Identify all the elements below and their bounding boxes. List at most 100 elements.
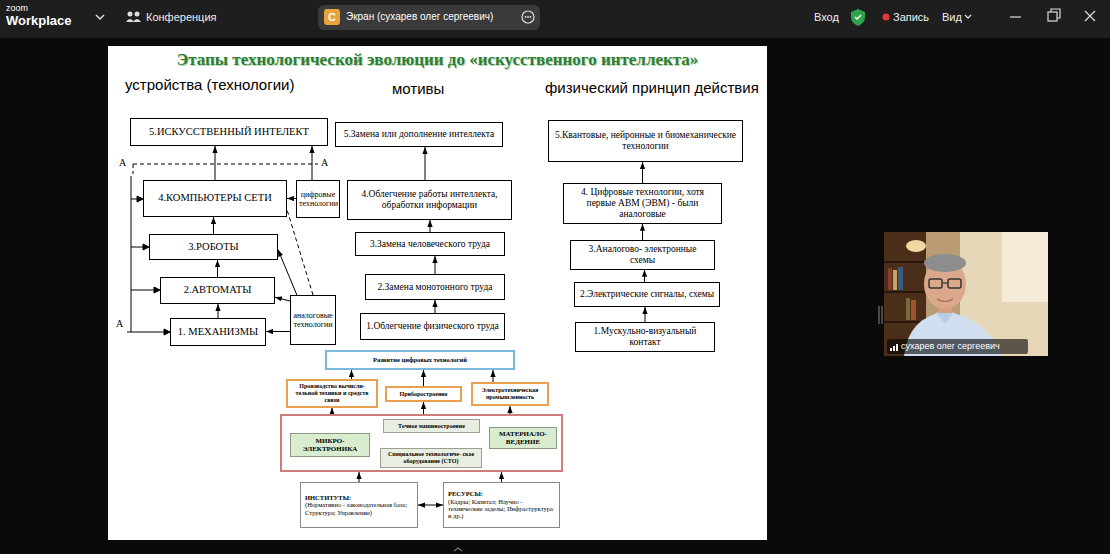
box-text: цифровые технологии xyxy=(299,190,337,208)
marker-letter: A xyxy=(119,157,126,169)
top-bar-icons-part xyxy=(530,16,532,18)
stage-box: 3.Аналогово- электронные схемы xyxy=(570,240,715,270)
video-tile-part xyxy=(906,240,926,252)
connector-arrow xyxy=(501,472,502,482)
box-text: 2.Замена монотонного труда xyxy=(370,282,500,293)
video-tile-part xyxy=(884,261,926,263)
connector-arrow xyxy=(266,331,290,332)
video-tile-part xyxy=(890,348,892,351)
video-tile-part xyxy=(936,312,954,324)
marker-letter: A xyxy=(321,157,328,169)
top-bar-icons-part xyxy=(1085,11,1095,21)
stage-box: 4.Облегчение работы интеллекта, обработк… xyxy=(347,180,512,220)
stage-box: 1.Мускульно-визуальный контакт xyxy=(575,322,715,352)
top-bar-icons-part xyxy=(855,15,861,19)
stage-box: 1.Облегчение физического труда xyxy=(360,313,505,340)
toolbar-chevron xyxy=(454,548,462,551)
shared-slide xyxy=(108,46,767,540)
column-heading: мотивы xyxy=(392,80,444,97)
stage-box: 5.Замена или дополнение интеллекта xyxy=(335,122,503,147)
base-box: Точное машиностроение xyxy=(383,419,480,433)
box-text: 1.Мускульно-визуальный контакт xyxy=(580,326,710,348)
connector-arrow xyxy=(215,146,216,180)
video-tile-part xyxy=(948,279,961,288)
top-bar-icons-part xyxy=(965,15,971,18)
drag-handle-part xyxy=(879,306,880,324)
factor-box: РЕСУРСЫ:(Кадры; Капитал; Научно - технич… xyxy=(443,482,560,528)
box-text: (Кадры; Капитал; Научно - технические за… xyxy=(448,498,555,520)
connector-arrow xyxy=(287,198,296,199)
box-text: 5.Замена или дополнение интеллекта xyxy=(340,129,498,140)
technology-box: аналоговые технологии xyxy=(290,295,336,345)
stage-box: 5.ИСКУССТВЕННЫЙ ИНТЕЛЕКТ xyxy=(130,118,328,146)
side-bracket-lines-part xyxy=(133,164,318,165)
box-text: Приборостроение xyxy=(390,391,457,398)
connector-arrow xyxy=(418,505,443,506)
stage-box: 5.Квантовые, нейронные и биомеханические… xyxy=(548,120,743,162)
box-text: Точное машиностроение xyxy=(387,423,476,430)
app-brand: zoom xyxy=(6,3,28,13)
technology-box: цифровые технологии xyxy=(296,180,340,218)
stage-box: 3.РОБОТЫ xyxy=(149,234,278,260)
top-bar-icons-part xyxy=(527,16,529,18)
column-heading: устройства (технологии) xyxy=(125,76,294,93)
drag-handle-part xyxy=(882,306,883,324)
box-text: 1. МЕХАНИЗМЫ xyxy=(175,326,261,338)
connector-arrow xyxy=(275,297,290,301)
box-text: МАТЕРИАЛО- ВЕДЕНИЕ xyxy=(493,430,553,446)
base-box: Специальное технологиче- ское оборудован… xyxy=(380,448,482,468)
participant-name: сухарев олег сергеевич xyxy=(901,341,1000,351)
stage-box: 2.Замена монотонного труда xyxy=(365,274,505,300)
stage-box: 3.Замена человеческого труда xyxy=(355,232,505,256)
connector-arrow xyxy=(423,402,424,414)
goal-box: Развитие цифровых технологий xyxy=(325,350,515,370)
box-text: 2.Электрические сигналы, схемы xyxy=(579,289,715,300)
drag-handle xyxy=(879,306,882,324)
top-bar-icons-part xyxy=(128,12,133,17)
side-bracket-lines-part xyxy=(131,290,155,291)
video-tile-part xyxy=(893,270,897,290)
industry-box: Электротехническая промышленность xyxy=(471,382,549,406)
stage-box: 1. МЕХАНИЗМЫ xyxy=(170,318,266,346)
connector-arrow xyxy=(217,260,218,277)
video-tile-part xyxy=(884,232,1048,356)
connector-arrow xyxy=(351,370,352,379)
top-bar-icons xyxy=(96,5,1095,30)
box-text: 1.Облегчение физического труда xyxy=(365,321,500,332)
video-tile-part xyxy=(1002,232,1048,302)
top-bar-icons-part xyxy=(851,9,865,26)
factor-box: ИНСТИТУТЫ:(Нормативно - законодательная … xyxy=(300,482,418,528)
box-text: (Нормативно - законодательная база; Стру… xyxy=(305,501,413,516)
box-text: 2.АВТОМАТЫ xyxy=(165,284,270,296)
box-text: 3.РОБОТЫ xyxy=(154,241,273,253)
box-text: МИКРО- ЭЛЕКТРОНИКА xyxy=(294,437,366,453)
side-bracket-lines-part xyxy=(131,247,144,248)
marker-letter: A xyxy=(116,318,123,330)
menu-item: Вид xyxy=(942,11,962,24)
box-text: 3.Аналогово- электронные схемы xyxy=(575,244,710,266)
box-heading: ИНСТИТУТЫ: xyxy=(305,494,413,501)
app-brand: Workplace xyxy=(6,14,72,29)
top-bar-icons-part xyxy=(135,12,140,17)
top-bar-icons-part xyxy=(525,16,527,18)
base-region: МИКРО- ЭЛЕКТРОНИКА Точное машиностроениеС… xyxy=(280,414,563,472)
side-bracket-lines-part xyxy=(127,332,165,333)
box-text: Электротехническая промышленность xyxy=(476,387,544,401)
box-heading: РЕСУРСЫ: xyxy=(448,490,555,497)
connector-arrow xyxy=(423,370,424,386)
stage-box: 4. Цифровые технологии, хотя первые АВМ … xyxy=(563,183,722,224)
share-title: Экран (сухарев олег сергеевич) xyxy=(346,11,493,23)
connector-arrow xyxy=(642,162,643,183)
video-tile xyxy=(884,232,1048,356)
top-bar-icons-part xyxy=(1048,12,1057,21)
connector-arrow xyxy=(644,270,645,282)
stage-box: 2.АВТОМАТЫ xyxy=(160,277,275,304)
box-text: 5.Квантовые, нейронные и биомеханические… xyxy=(553,130,738,152)
box-text: 3.Замена человеческого труда xyxy=(360,239,500,250)
connector-arrow xyxy=(425,147,426,180)
top-bar-icons-part xyxy=(1010,16,1021,17)
box-text: 4.Облегчение работы интеллекта, обработк… xyxy=(352,189,507,211)
box-text: аналоговые технологии xyxy=(293,311,333,329)
video-tile-part xyxy=(937,299,953,302)
